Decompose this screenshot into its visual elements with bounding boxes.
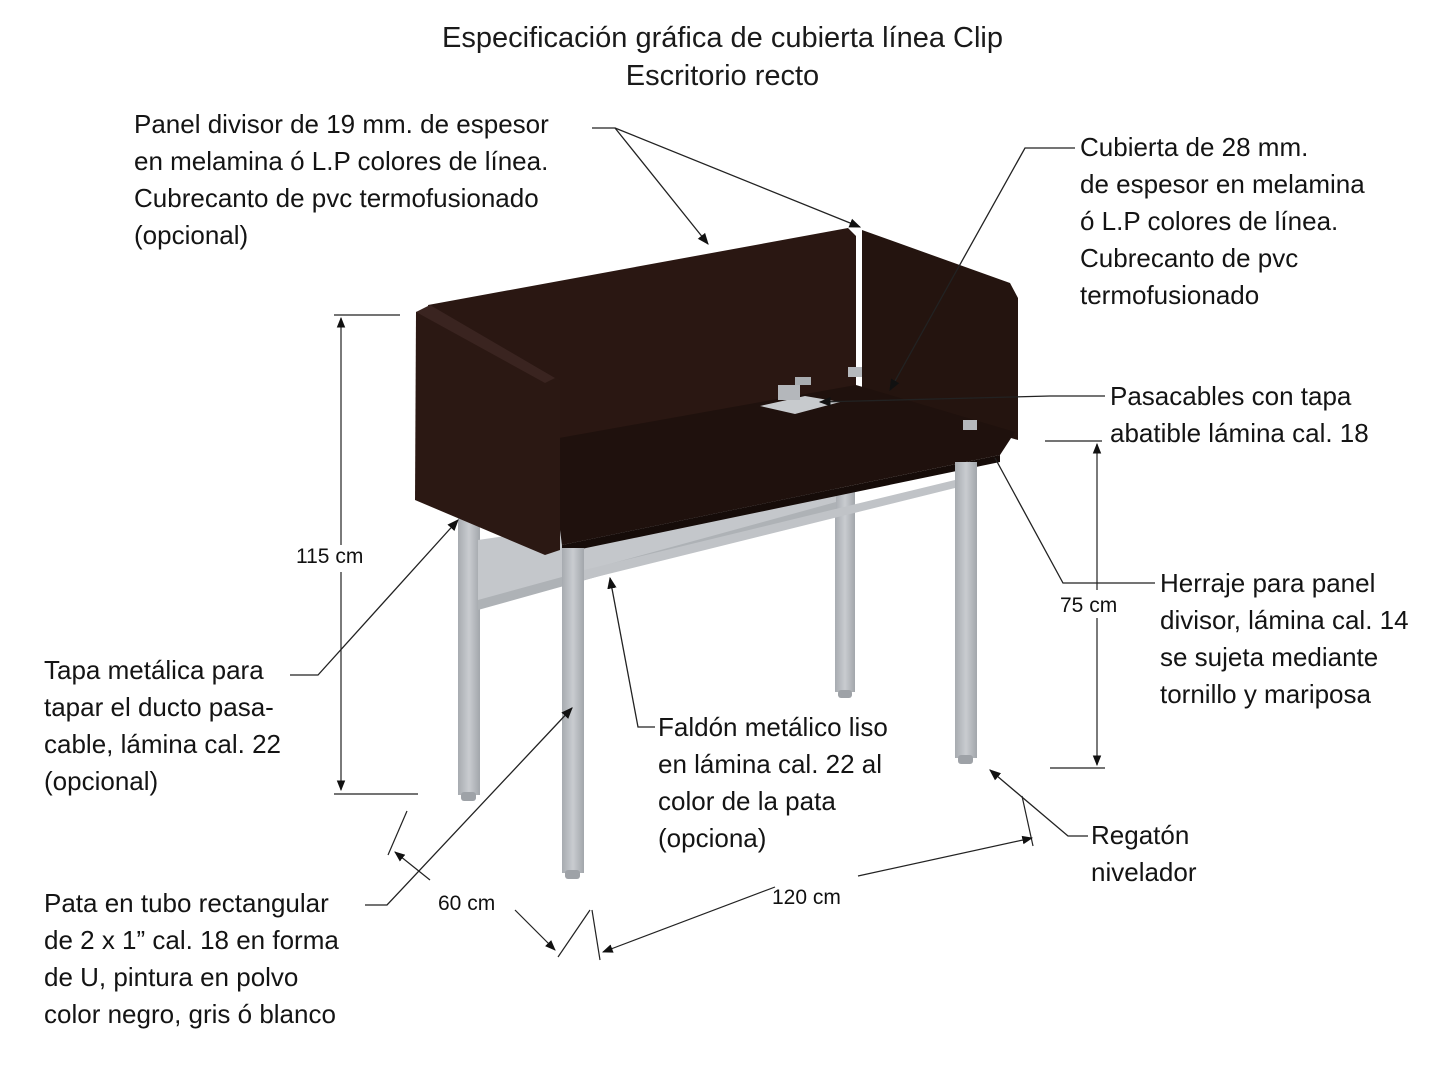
annotation-pasacables: Pasacables con tapa abatible lámina cal.… xyxy=(1110,381,1369,448)
annotation-herraje: Herraje para panel divisor, lámina cal. … xyxy=(1160,568,1409,709)
annotation-panel-divisor: Panel divisor de 19 mm. de espesor en me… xyxy=(134,109,549,250)
dimension-width: 120 cm xyxy=(772,886,841,909)
dimension-desk-height: 75 cm xyxy=(1060,594,1118,617)
annotation-pata: Pata en tubo rectangular de 2 x 1” cal. … xyxy=(44,888,339,1029)
back-legs xyxy=(458,492,855,801)
leader-lines xyxy=(290,127,1155,906)
divider-panel-left xyxy=(415,305,560,555)
dimension-lines xyxy=(334,314,1105,961)
diagram-subtitle: Escritorio recto xyxy=(625,60,820,92)
dimension-total-height: 115 cm xyxy=(296,545,364,568)
divider-panel-right xyxy=(862,230,1018,440)
front-legs xyxy=(562,462,977,879)
annotation-cubierta: Cubierta de 28 mm. de espesor en melamin… xyxy=(1080,132,1365,310)
annotation-tapa-metalica: Tapa metálica para tapar el ducto pasa- … xyxy=(44,655,282,796)
desk-top xyxy=(548,385,1015,553)
diagram-title: Especificación gráfica de cubierta línea… xyxy=(442,22,1003,54)
annotation-faldon: Faldón metálico liso en lámina cal. 22 a… xyxy=(658,712,888,853)
annotation-regaton: Regatón nivelador xyxy=(1091,820,1197,887)
dimension-depth: 60 cm xyxy=(438,892,496,915)
